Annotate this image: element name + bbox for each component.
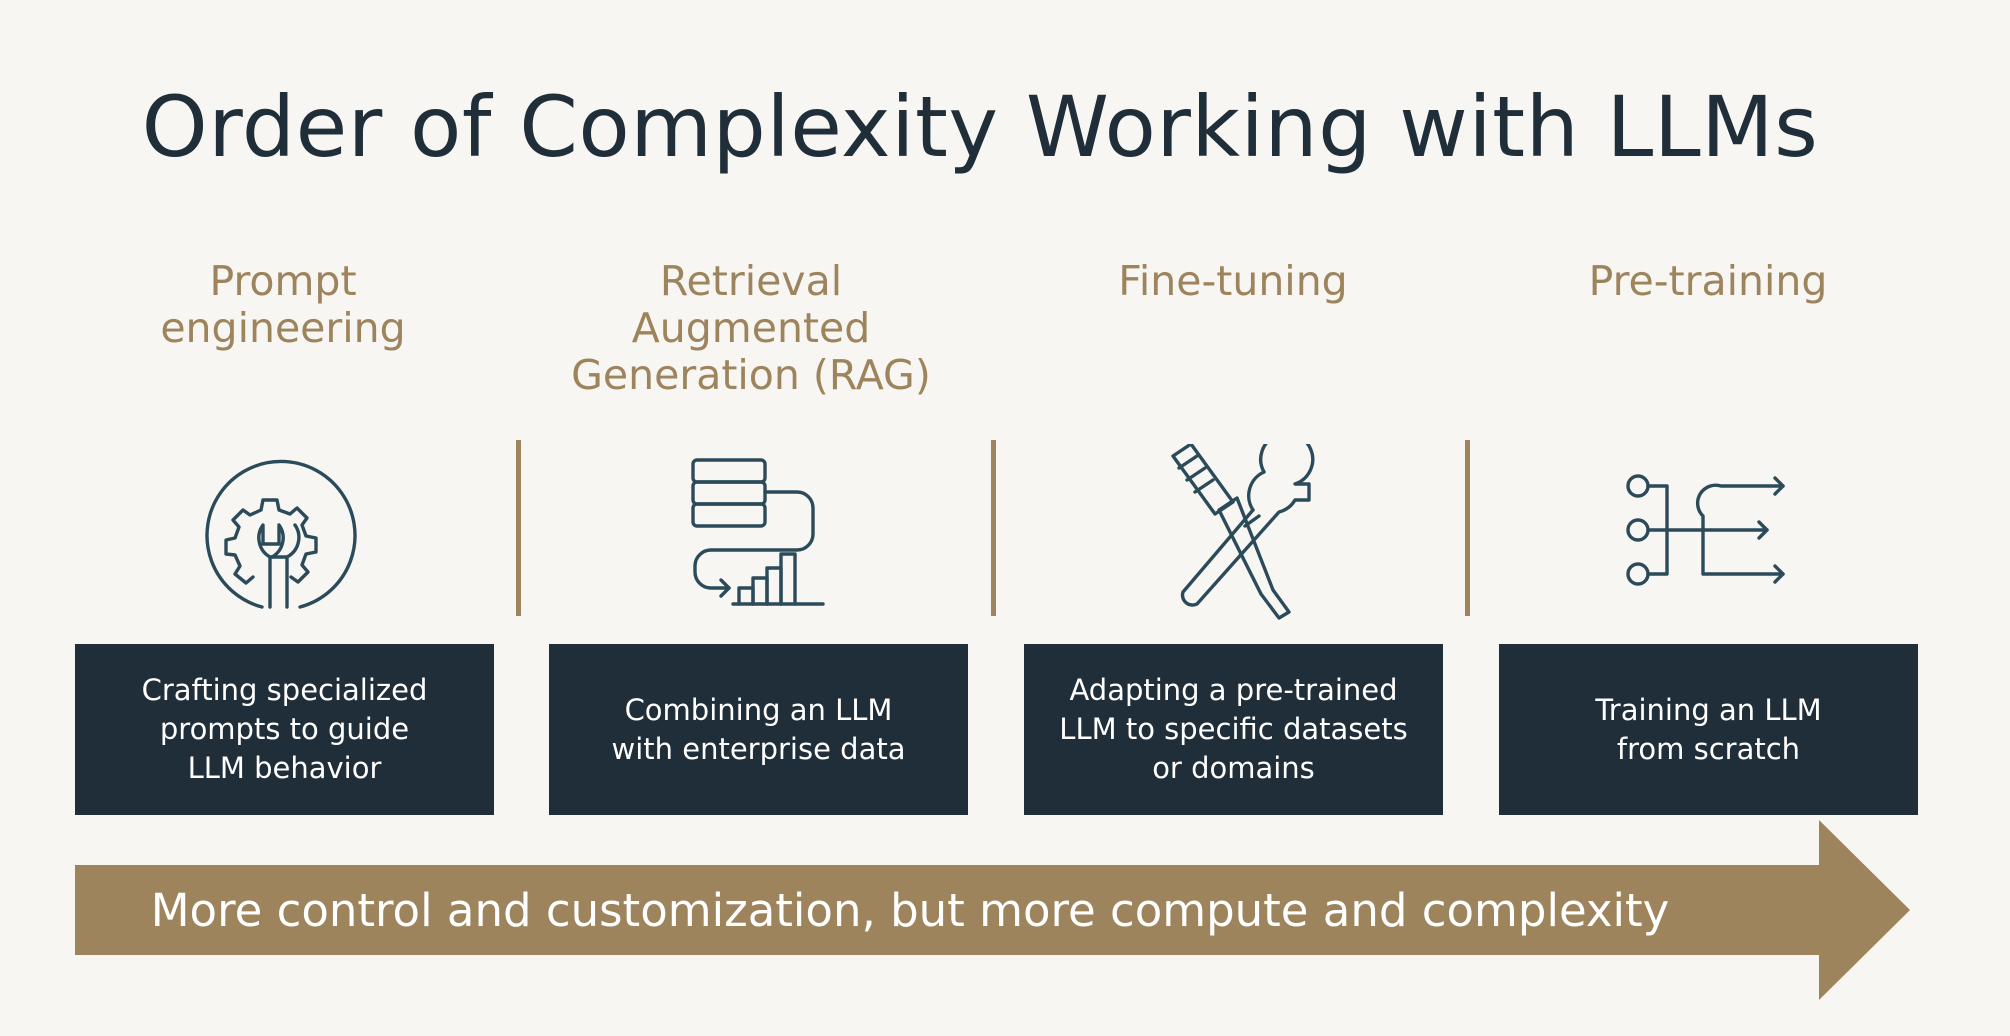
stage-title-prompt-engineering: Prompt engineering: [73, 258, 493, 352]
description-line: or domains: [1152, 751, 1315, 785]
arrow-label: More control and customization, but more…: [150, 884, 1670, 937]
description-line: Adapting a pre-trained: [1069, 673, 1398, 707]
tools-icon: [1141, 444, 1321, 624]
stage-title-line: engineering: [160, 304, 406, 352]
stage-divider: [516, 440, 521, 616]
branching-flow-icon: [1617, 444, 1797, 624]
stage-description-box: Adapting a pre-trained LLM to specific d…: [1024, 644, 1443, 815]
database-chart-icon: [667, 444, 847, 624]
description-line: with enterprise data: [611, 731, 906, 766]
stage-title-fine-tuning: Fine-tuning: [1023, 258, 1443, 305]
stage-title-line: Prompt: [209, 257, 357, 305]
description-line: Crafting specialized: [141, 673, 428, 707]
stage-title-pre-training: Pre-training: [1498, 258, 1918, 305]
description-line: LLM behavior: [187, 751, 382, 785]
stage-title-line: Generation (RAG): [571, 351, 931, 399]
stage-title-line: Pre-training: [1588, 257, 1828, 305]
arrow-shape: [75, 820, 1910, 1000]
page-title: Order of Complexity Working with LLMs: [141, 78, 1819, 176]
stage-description-box: Training an LLM from scratch: [1499, 644, 1918, 815]
complexity-arrow: More control and customization, but more…: [75, 820, 1910, 1000]
stage-description-box: Crafting specialized prompts to guide LL…: [75, 644, 494, 815]
description-line: Training an LLM: [1595, 692, 1822, 727]
stage-title-line: Augmented: [631, 304, 871, 352]
stage-title-line: Fine-tuning: [1118, 257, 1348, 305]
stage-description-box: Combining an LLM with enterprise data: [549, 644, 968, 815]
stage-divider: [991, 440, 996, 616]
stage-title-line: Retrieval: [659, 257, 843, 305]
description-line: Combining an LLM: [624, 692, 893, 727]
description-line: from scratch: [1616, 731, 1801, 766]
description-line: LLM to specific datasets: [1059, 712, 1408, 746]
stage-divider: [1465, 440, 1470, 616]
description-line: prompts to guide: [159, 712, 410, 746]
gear-wrench-icon: [191, 444, 371, 624]
stage-title-rag: Retrieval Augmented Generation (RAG): [541, 258, 961, 399]
